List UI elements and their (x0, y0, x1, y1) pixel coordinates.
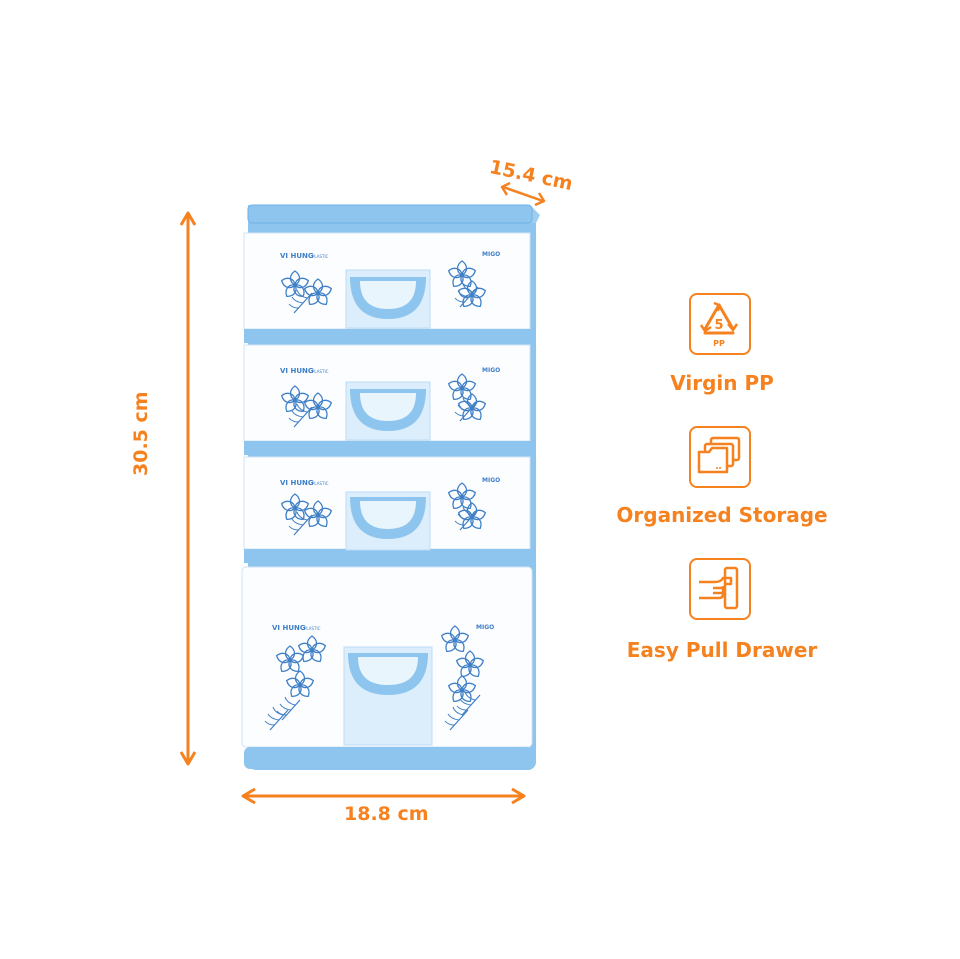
svg-text:MIGO: MIGO (476, 624, 494, 631)
recycle-pp-5-icon: 5 PP (689, 293, 751, 355)
feature-label-easy-pull-drawer: Easy Pull Drawer (626, 638, 818, 662)
svg-text:MIGO: MIGO (482, 251, 500, 258)
svg-text:MIGO: MIGO (482, 367, 500, 374)
svg-text:5: 5 (714, 318, 723, 333)
svg-text:MIGO: MIGO (482, 477, 500, 484)
folders-icon (689, 426, 751, 488)
height-dimension-label: 30.5 cm (130, 391, 152, 476)
drawer-2: VI HUNG PLASTIC MIGO (243, 344, 532, 455)
drawer-4: VI HUNG PLASTIC MIGO (241, 566, 533, 769)
width-dimension-label: 18.8 cm (344, 803, 429, 825)
svg-text:VI HUNG: VI HUNG (272, 624, 306, 632)
svg-text:PLASTIC: PLASTIC (312, 254, 329, 259)
feature-label-organized-storage: Organized Storage (616, 503, 828, 527)
drawer-3: VI HUNG PLASTIC MIGO (243, 456, 532, 563)
svg-text:VI HUNG: VI HUNG (280, 252, 314, 260)
hand-pull-drawer-icon (689, 558, 751, 620)
svg-text:VI HUNG: VI HUNG (280, 367, 314, 375)
svg-text:PLASTIC: PLASTIC (304, 626, 321, 631)
svg-text:PLASTIC: PLASTIC (312, 481, 329, 486)
svg-text:PLASTIC: PLASTIC (312, 369, 329, 374)
drawer-1: VI HUNG PLASTIC MIGO (243, 232, 532, 343)
svg-text:VI HUNG: VI HUNG (280, 479, 314, 487)
feature-label-virgin-pp: Virgin PP (670, 371, 774, 395)
product-image: VI HUNG PLASTIC MIGO VI HUNG PLASTIC MIG… (240, 195, 550, 780)
drawer-cabinet-illustration: VI HUNG PLASTIC MIGO VI HUNG PLASTIC MIG… (241, 204, 540, 770)
svg-text:PP: PP (713, 339, 725, 348)
